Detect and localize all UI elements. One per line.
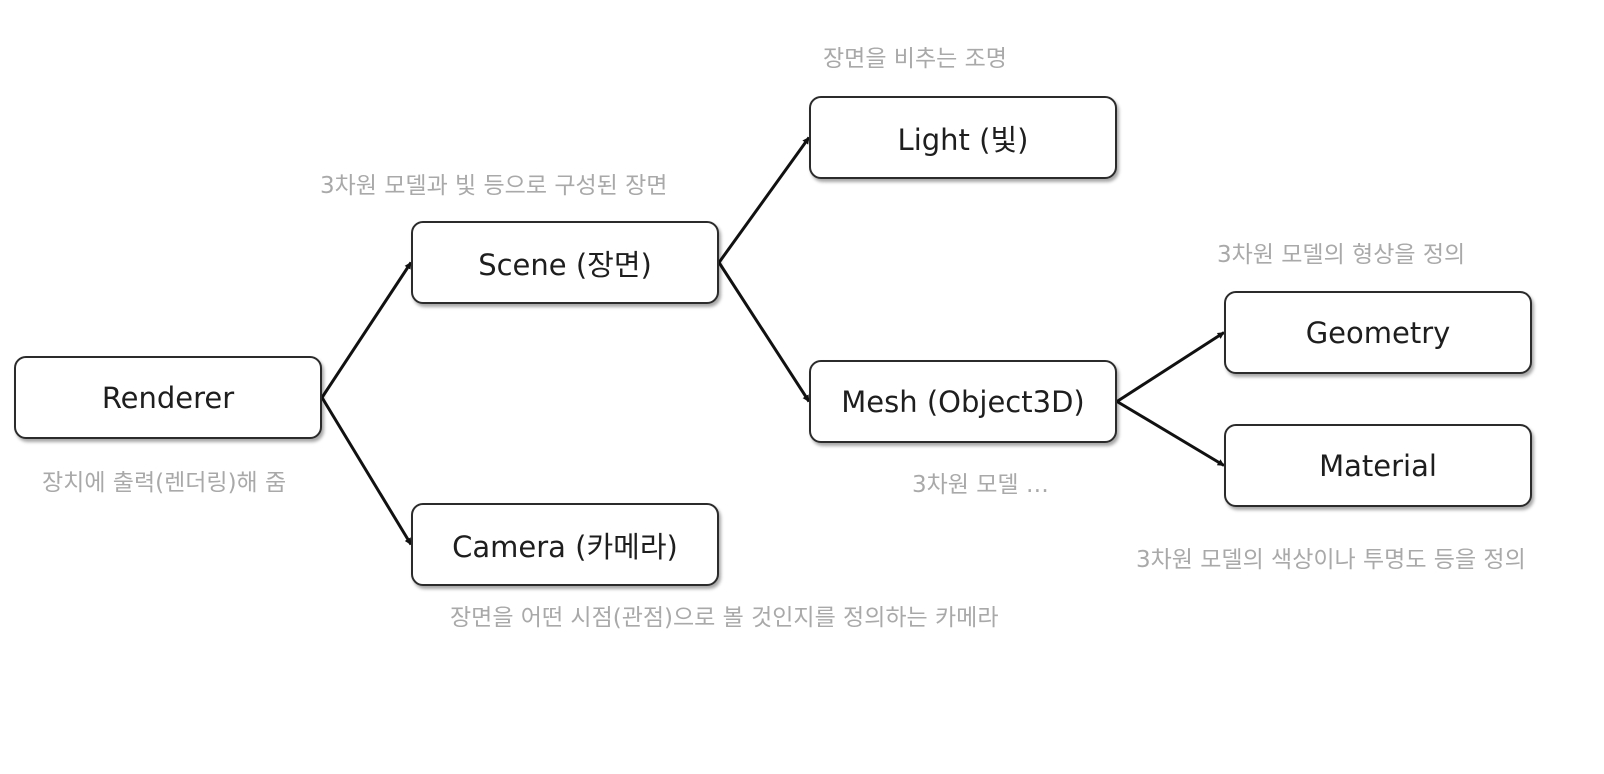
geometry-description: 3차원 모델의 형상을 정의 [1217, 242, 1466, 268]
edge-renderer-to-scene [320, 261, 413, 399]
mesh-description: 3차원 모델 … [912, 472, 1049, 498]
node-light: Light (빛) [809, 96, 1117, 179]
node-scene: Scene (장면) [411, 221, 719, 304]
node-light-label: Light (빛) [897, 122, 1029, 157]
scene-description: 3차원 모델과 빛 등으로 구성된 장면 [320, 173, 668, 199]
edge-scene-to-mesh [717, 261, 811, 403]
camera-description: 장면을 어떤 시점(관점)으로 볼 것인지를 정의하는 카메라 [450, 605, 999, 631]
light-description: 장면을 비추는 조명 [823, 46, 1007, 72]
material-description: 3차원 모델의 색상이나 투명도 등을 정의 [1136, 547, 1526, 573]
node-mesh-label: Mesh (Object3D) [841, 384, 1085, 419]
edge-renderer-to-camera [320, 396, 413, 546]
node-camera: Camera (카메라) [411, 503, 719, 586]
node-geometry-label: Geometry [1305, 315, 1451, 350]
edge-scene-to-light [717, 136, 811, 264]
node-camera-label: Camera (카메라) [452, 529, 678, 564]
node-renderer-label: Renderer [101, 380, 235, 415]
node-renderer: Renderer [14, 356, 322, 439]
node-material: Material [1224, 424, 1532, 507]
edge-mesh-to-material [1116, 400, 1225, 467]
node-geometry: Geometry [1224, 291, 1532, 374]
renderer-description: 장치에 출력(렌더링)해 줌 [42, 470, 287, 496]
node-material-label: Material [1319, 448, 1437, 483]
node-mesh: Mesh (Object3D) [809, 360, 1117, 443]
edge-mesh-to-geometry [1116, 331, 1225, 403]
node-scene-label: Scene (장면) [478, 247, 652, 282]
